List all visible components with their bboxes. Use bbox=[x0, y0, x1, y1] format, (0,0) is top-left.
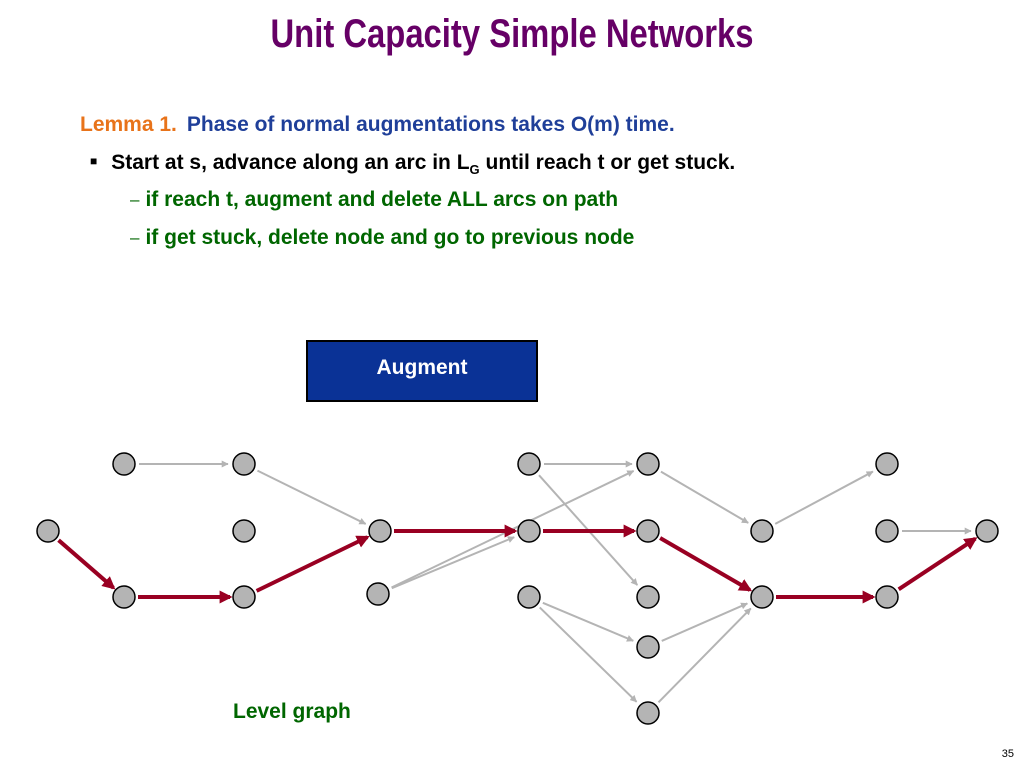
graph-node bbox=[517, 452, 541, 476]
square-bullet-icon: ■ bbox=[90, 154, 98, 168]
graph-node bbox=[36, 519, 60, 543]
augmenting-path-arc bbox=[255, 535, 370, 593]
graph-node bbox=[636, 701, 660, 725]
graph-arc bbox=[774, 470, 874, 525]
graph-node bbox=[875, 452, 899, 476]
graph-node bbox=[232, 585, 256, 609]
graph-arc bbox=[657, 607, 752, 704]
page-number: 35 bbox=[1001, 748, 1014, 760]
graph-node bbox=[112, 585, 136, 609]
bullet-text-start: Start at s, advance along an arc in L bbox=[111, 151, 470, 174]
graph-node bbox=[517, 585, 541, 609]
graph-node bbox=[636, 519, 660, 543]
dash-bullet-icon: – bbox=[130, 228, 140, 247]
graph-node bbox=[750, 585, 774, 609]
graph-node bbox=[636, 585, 660, 609]
graph-node bbox=[875, 519, 899, 543]
level-graph-caption: Level graph bbox=[233, 700, 351, 723]
augmenting-path-arc bbox=[57, 538, 116, 590]
graph-node bbox=[975, 519, 999, 543]
subpoint-text: if reach t, augment and delete ALL arcs … bbox=[145, 188, 619, 211]
graph-node bbox=[636, 635, 660, 659]
graph-arc bbox=[539, 606, 638, 703]
graph-node bbox=[232, 519, 256, 543]
lemma-label: Lemma 1. bbox=[80, 113, 177, 136]
subpoint-text: if get stuck, delete node and go to prev… bbox=[145, 226, 635, 249]
graph-node bbox=[232, 452, 256, 476]
graph-node bbox=[750, 519, 774, 543]
dash-bullet-icon: – bbox=[130, 190, 140, 209]
bullet-text-end: until reach t or get stuck. bbox=[479, 151, 736, 174]
graph-node bbox=[366, 582, 390, 606]
subpoint-reach-t: –if reach t, augment and delete ALL arcs… bbox=[130, 188, 618, 212]
augmenting-path-arc bbox=[659, 536, 753, 592]
graph-node bbox=[517, 519, 541, 543]
graph-node bbox=[112, 452, 136, 476]
augmenting-path-arc bbox=[897, 537, 978, 591]
graph-node bbox=[368, 519, 392, 543]
augment-button[interactable]: Augment bbox=[306, 340, 538, 402]
graph-arc bbox=[661, 602, 748, 642]
lemma-text: Phase of normal augmentations takes O(m)… bbox=[186, 113, 675, 136]
graph-arc bbox=[391, 536, 515, 590]
lemma-statement: Lemma 1. Phase of normal augmentations ta… bbox=[80, 113, 675, 137]
bullet-point: ■Start at s, advance along an arc in LG … bbox=[90, 151, 735, 177]
graph-arc bbox=[257, 469, 367, 525]
bullet-subscript: G bbox=[469, 162, 480, 178]
graph-arc bbox=[542, 601, 634, 642]
graph-node bbox=[875, 585, 899, 609]
slide-title: Unit Capacity Simple Networks bbox=[270, 12, 754, 56]
subpoint-get-stuck: –if get stuck, delete node and go to pre… bbox=[130, 226, 634, 250]
augment-button-label: Augment bbox=[376, 356, 468, 379]
graph-arc bbox=[660, 470, 749, 524]
graph-node bbox=[636, 452, 660, 476]
